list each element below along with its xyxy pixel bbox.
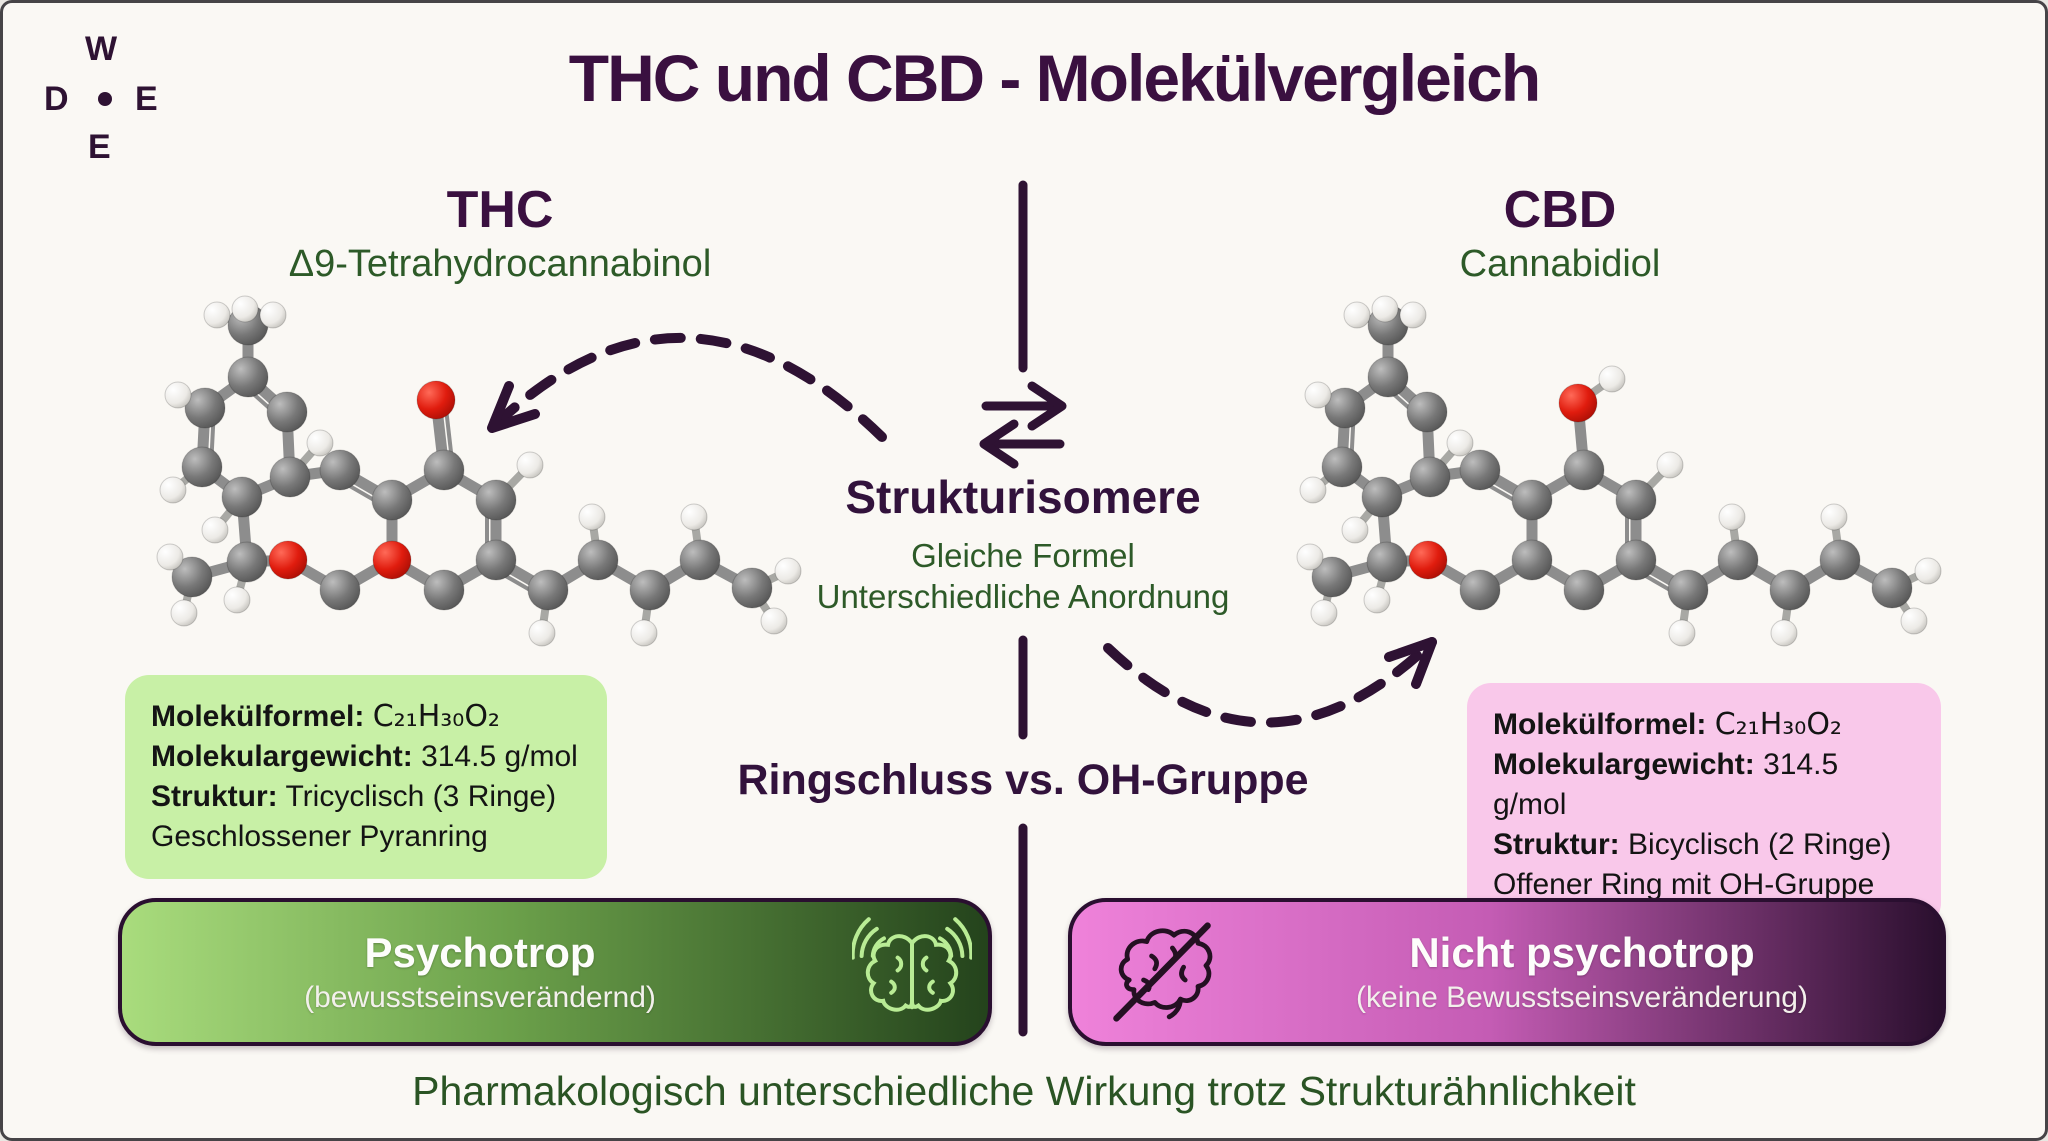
cbd-formula-value: C₂₁H₃₀O₂ (1714, 707, 1842, 742)
isomer-title: Strukturisomere (845, 471, 1201, 523)
cbd-weight-label: Molekulargewicht: (1493, 748, 1755, 781)
thc-structure-value: Tricyclisch (3 Ringe) (285, 780, 557, 813)
thc-molecule-svg (156, 295, 802, 647)
cbd-formula-label: Molekülformel: (1493, 708, 1707, 741)
cbd-subtitle: Cannabidiol (1459, 243, 1661, 285)
logo-letter-right: E (135, 80, 158, 118)
cbd-formula-line: Molekülformel: C₂₁H₃₀O₂ (1493, 705, 1915, 745)
equilibrium-arrows-icon (979, 381, 1067, 469)
cbd-weight-line: Molekulargewicht: 314.5 g/mol (1493, 745, 1915, 825)
thc-weight-value: 314.5 g/mol (421, 740, 578, 773)
footer-text: Pharmakologisch unterschiedliche Wirkung… (412, 1068, 1636, 1114)
cbd-banner-subtitle: (keine Bewusstseinsveränderung) (1356, 981, 1808, 1014)
logo-letter-left: D (44, 80, 69, 118)
thc-molecule-model (140, 295, 802, 655)
thc-banner-title: Psychotrop (364, 929, 596, 976)
isomer-line1: Gleiche Formel (911, 537, 1135, 574)
thc-extra-line: Geschlossener Pyranring (151, 820, 488, 853)
thc-formula-line: Molekülformel: C₂₁H₃₀O₂ (151, 697, 581, 737)
cbd-molecule-svg (1296, 295, 1942, 647)
logo-letter-bottom: E (88, 128, 111, 166)
cbd-banner-title: Nicht psychotrop (1409, 929, 1755, 976)
cbd-structure-label: Struktur: (1493, 828, 1620, 861)
brain-slash-icon (1113, 922, 1213, 1022)
thc-structure-label: Struktur: (151, 780, 278, 813)
thc-info-box: Molekülformel: C₂₁H₃₀O₂ Molekulargewicht… (125, 675, 607, 879)
thc-weight-label: Molekulargewicht: (151, 740, 413, 773)
thc-formula-label: Molekülformel: (151, 700, 365, 733)
thc-subtitle: Δ9-Tetrahydrocannabinol (288, 243, 712, 285)
cbd-structure-line: Struktur: Bicyclisch (2 Ringe) (1493, 825, 1915, 865)
thc-weight-line: Molekulargewicht: 314.5 g/mol (151, 737, 581, 777)
isomer-line2: Unterschiedliche Anordnung (816, 578, 1230, 615)
cbd-effect-banner: Nicht psychotrop (keine Bewusstseinsverä… (1068, 898, 1946, 1046)
thc-banner-text: Psychotrop (bewusstseinsverändernd) (304, 929, 656, 1015)
thc-structure-line: Struktur: Tricyclisch (3 Ringe) (151, 777, 581, 817)
cbd-molecule-model (1280, 295, 1942, 655)
thc-formula-value: C₂₁H₃₀O₂ (372, 699, 500, 734)
thc-heading: THC (446, 181, 554, 239)
brand-logo: W D E E (0, 0, 200, 180)
brain-waves-icon (852, 917, 972, 1012)
thc-effect-banner: Psychotrop (bewusstseinsverändernd) (118, 898, 992, 1046)
cbd-heading: CBD (1503, 181, 1617, 239)
logo-dot (98, 92, 112, 106)
cbd-banner-text: Nicht psychotrop (keine Bewusstseinsverä… (1356, 929, 1808, 1015)
cbd-extra-line: Offener Ring mit OH-Gruppe (1493, 868, 1875, 901)
cbd-weight-value: 314.5 g/mol (1493, 748, 1839, 821)
page-title: THC und CBD - Molekülvergleich (568, 41, 1541, 115)
thc-banner-subtitle: (bewusstseinsverändernd) (304, 981, 656, 1014)
cbd-structure-value: Bicyclisch (2 Ringe) (1628, 828, 1892, 861)
logo-letter-top: W (85, 30, 118, 68)
dashed-arrow-to-cbd-icon (1103, 637, 1437, 728)
dashed-arrow-to-thc-icon (487, 332, 887, 442)
cbd-info-box: Molekülformel: C₂₁H₃₀O₂ Molekulargewicht… (1467, 683, 1941, 927)
comparison-label: Ringschluss vs. OH-Gruppe (737, 756, 1309, 804)
